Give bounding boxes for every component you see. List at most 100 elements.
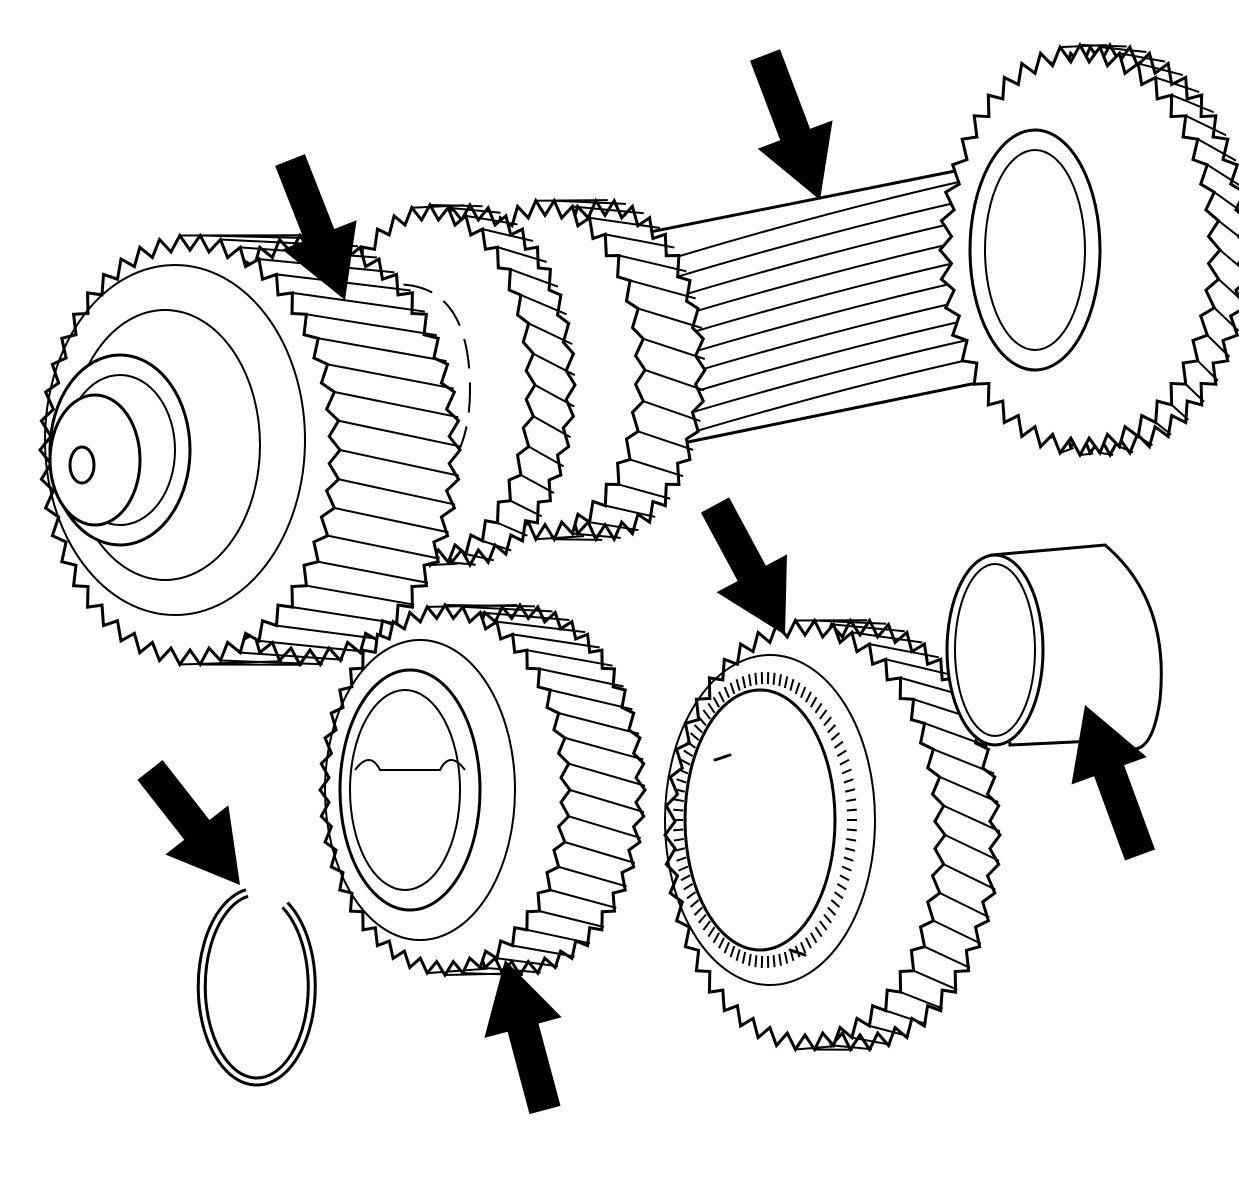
- synchro-tooth: [839, 874, 850, 882]
- large-gear-tooth-line: [933, 748, 995, 775]
- middle-gear-tooth-line: [554, 538, 603, 541]
- small-gear-tooth-line: [549, 689, 633, 711]
- small-gear-tooth-line: [526, 649, 613, 667]
- rear-gear-tooth-line: [1197, 138, 1237, 162]
- synchro-tooth: [676, 856, 687, 862]
- small-gear-tooth-line: [462, 605, 553, 613]
- synchro-tooth: [686, 891, 697, 900]
- small-gear-tooth-line: [549, 889, 617, 909]
- synchro-tooth: [729, 945, 736, 958]
- pointer-arrow: [1071, 705, 1155, 861]
- hub-gear-tooth-line: [429, 204, 483, 208]
- middle-gear-tooth-line: [629, 458, 684, 478]
- synchro-tooth: [673, 808, 684, 812]
- synchro-tooth: [778, 953, 782, 966]
- synchro-tooth: [689, 732, 700, 741]
- synchro-tooth: [698, 716, 707, 727]
- synchro-tooth: [841, 865, 852, 872]
- pointer-arrow: [484, 960, 562, 1115]
- synchro-tooth: [735, 949, 741, 962]
- synchro-tooth: [741, 951, 747, 964]
- countershaft-rear-gear: [938, 41, 1239, 459]
- rear-gear-tooth-line: [1197, 360, 1219, 382]
- rear-gear-tooth-line: [1219, 249, 1239, 268]
- synchro-tooth: [805, 691, 812, 703]
- synchro-tooth: [846, 798, 857, 803]
- rear-gear-tooth-line: [1079, 44, 1127, 48]
- synchro-tooth: [800, 941, 807, 954]
- rear-gear-tooth-line: [1213, 191, 1239, 211]
- middle-gear-tooth-line: [637, 430, 694, 451]
- hub-gear-tooth-line: [520, 474, 555, 494]
- synchro-tooth: [686, 740, 697, 749]
- synchro-tooth: [741, 676, 747, 689]
- large-gear-tooth-line: [833, 1044, 872, 1051]
- middle-gear-tooth-line: [644, 369, 705, 392]
- synchro-tooth: [783, 676, 789, 689]
- hub-gear-tooth-line: [482, 539, 512, 552]
- synchro-tooth: [833, 740, 844, 749]
- synchro-tooth: [827, 724, 837, 734]
- large-gear-tooth-line: [885, 658, 955, 677]
- middle-gear-tooth-line: [589, 521, 639, 532]
- front-gear-tooth-line: [327, 534, 440, 560]
- synchro-tooth: [718, 691, 725, 703]
- indicator-arrows: [137, 49, 1155, 1115]
- rear-gear-tooth-line: [1137, 435, 1154, 447]
- large-gear-tooth-line: [913, 969, 958, 991]
- synchro-tooth: [841, 768, 852, 775]
- synchro-tooth: [846, 837, 857, 842]
- hub-gear-tooth-line: [429, 562, 458, 566]
- large-gear-tooth-line: [814, 619, 887, 625]
- hub-gear-tooth-line: [448, 206, 501, 214]
- synchro-tooth: [680, 874, 691, 882]
- synchro-tooth: [772, 955, 776, 968]
- synchro-tooth: [846, 808, 857, 812]
- synchro-tooth: [843, 856, 854, 862]
- synchro-tooth: [707, 702, 716, 714]
- large-gear-tooth-line: [851, 1036, 891, 1046]
- synchro-tooth: [683, 883, 694, 891]
- hub-gear-tooth-line: [532, 352, 576, 377]
- front-gear-tooth-line: [338, 419, 461, 448]
- hub-gear-tooth-line: [534, 384, 575, 408]
- synchro-tooth: [754, 672, 758, 685]
- pointer-arrow: [750, 49, 833, 200]
- synchro-tooth: [689, 899, 700, 908]
- middle-gear-tooth-line: [629, 279, 696, 300]
- hub-gear-tooth-line: [528, 445, 565, 468]
- hub-gear-tooth-line: [528, 322, 573, 346]
- rear-gear-tooth-line: [1119, 52, 1166, 63]
- small-gear-tooth-line: [444, 604, 535, 608]
- small-gear-tooth-line: [539, 910, 605, 928]
- synchro-tooth: [674, 847, 686, 852]
- rear-gear-tooth-line: [1171, 94, 1215, 114]
- rear-gear-tooth-line: [1217, 220, 1239, 239]
- countershaft-front-gear: [38, 232, 462, 668]
- large-gear-tooth-line: [939, 776, 999, 804]
- synchro-tooth: [800, 686, 807, 699]
- large-gear-tooth-line: [869, 643, 940, 659]
- synchro-tooth: [839, 758, 850, 766]
- front-gear-tooth-line: [317, 560, 429, 584]
- front-gear-tooth-line: [317, 337, 447, 363]
- rear-gear-tooth-line: [1185, 383, 1205, 403]
- middle-gear-tooth-line: [535, 535, 584, 541]
- rear-gear-tooth-line: [1171, 404, 1190, 421]
- hub-gear-tooth-line: [497, 246, 547, 263]
- synchro-tooth: [783, 951, 789, 964]
- middle-gear-tooth-line: [572, 205, 644, 215]
- synchro-tooth: [683, 749, 694, 757]
- synchro-tooth: [748, 674, 752, 687]
- synchro-tooth: [819, 920, 828, 931]
- large-gear-tooth-line: [924, 945, 971, 969]
- front-gear-tooth-line: [276, 624, 382, 641]
- front-gear-tooth-line: [306, 584, 415, 606]
- front-gear-tooth-line: [339, 449, 460, 477]
- synchro-tooth: [833, 891, 844, 900]
- synchro-tooth: [778, 674, 782, 687]
- synchro-tooth: [702, 920, 711, 931]
- synchro-tooth: [836, 749, 847, 757]
- synchro-tooth: [827, 906, 837, 916]
- synchro-tooth: [814, 702, 823, 714]
